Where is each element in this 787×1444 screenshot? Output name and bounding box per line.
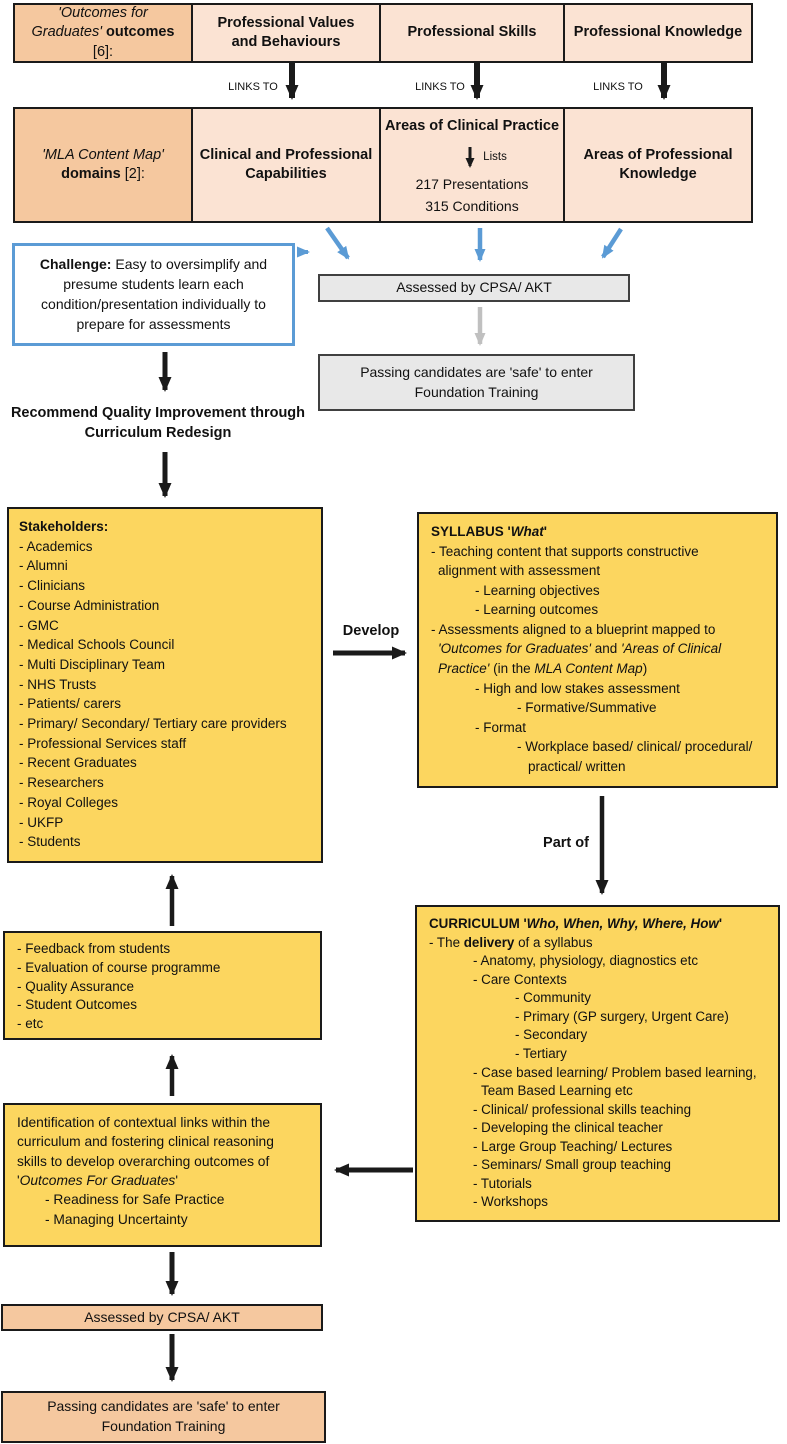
professional-knowledge-cell: Professional Knowledge [563,3,753,63]
assessed-bottom-box: Assessed by CPSA/ AKT [1,1304,323,1331]
professional-values-cell: Professional Values and Behaviours [191,3,381,63]
blue-arrow-left [325,226,350,260]
professional-skills-cell: Professional Skills [379,3,565,63]
assessed-top-box: Assessed by CPSA/ AKT [318,274,630,302]
lists-label: Lists [483,151,507,163]
areas-clinical-practice-title: Areas of Clinical Practice [384,118,560,134]
stakeholders-list: - Academics- Alumni- Clinicians- Course … [19,538,287,850]
areas-clinical-practice-cell: Areas of Clinical Practice 217 Presentat… [379,107,565,223]
links-to-label-1: LINKS TO [228,81,278,93]
assessed-bottom-label: Assessed by CPSA/ AKT [84,1308,240,1325]
identification-box: Identification of contextual links withi… [3,1103,322,1247]
part-of-label: Part of [543,835,589,851]
mla-header-cell: 'MLA Content Map'domains [2]: [13,107,193,223]
blue-arrow-right [601,227,623,259]
curriculum-box: CURRICULUM 'Who, When, Why, Where, How'-… [415,905,780,1222]
stakeholders-box: Stakeholders: - Academics- Alumni- Clini… [7,507,323,863]
links-to-label-3: LINKS TO [593,81,643,93]
develop-label: Develop [342,623,400,639]
feedback-box: - Feedback from students- Evaluation of … [3,931,322,1040]
areas-professional-knowledge-label: Areas of Professional Knowledge [583,146,733,182]
areas-professional-knowledge-cell: Areas of Professional Knowledge [563,107,753,223]
links-to-label-2: LINKS TO [415,81,465,93]
conditions-count: 315 Conditions [425,198,519,215]
professional-values-label: Professional Values and Behaviours [217,14,355,50]
professional-knowledge-label: Professional Knowledge [573,24,743,41]
clinical-capabilities-cell: Clinical and Professional Capabilities [191,107,381,223]
syllabus-box: SYLLABUS 'What'- Teaching content that s… [417,512,778,788]
clinical-capabilities-label: Clinical and Professional Capabilities [199,146,373,182]
stakeholders-title: Stakeholders: [19,519,109,534]
professional-skills-label: Professional Skills [407,24,537,41]
assessed-top-label: Assessed by CPSA/ AKT [396,279,552,296]
presentations-count: 217 Presentations [415,176,529,193]
